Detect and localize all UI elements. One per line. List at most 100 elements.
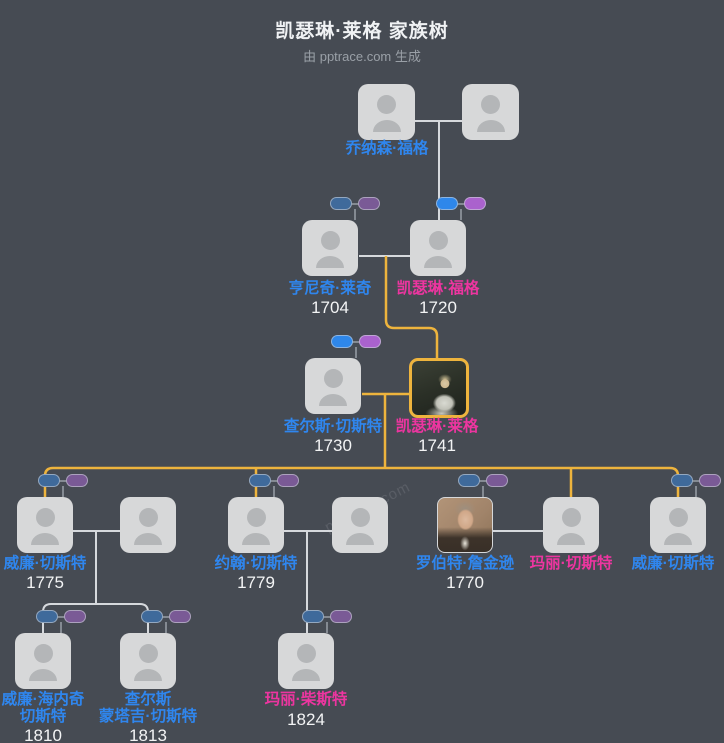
person-year-mary-chester-jr: 1824 [287, 710, 325, 729]
avatar-placeholder-icon [561, 508, 581, 527]
father-pill-icon[interactable] [671, 474, 693, 487]
avatar-placeholder-icon [33, 644, 53, 663]
avatar-placeholder-icon [242, 533, 270, 545]
avatar-placeholder-icon [138, 508, 158, 527]
avatar-placeholder-icon [134, 533, 162, 545]
person-card-unknown-spouse-1[interactable] [462, 84, 519, 140]
person-card-john-chester[interactable] [228, 497, 284, 553]
person-name-mary-chester: 玛丽·切斯特 [529, 555, 613, 572]
person-card-henniker-laige[interactable] [302, 220, 358, 276]
father-pill-icon[interactable] [302, 610, 324, 623]
person-name-charles-chester: 查尔斯·切斯特 [283, 418, 383, 435]
avatar-placeholder-icon [668, 508, 688, 527]
father-pill-icon[interactable] [141, 610, 163, 623]
father-pill-icon[interactable] [249, 474, 271, 487]
avatar-placeholder-icon [476, 120, 505, 132]
person-card-mary-chester[interactable] [543, 497, 599, 553]
person-card-charles-chester[interactable] [305, 358, 361, 414]
person-card-jonathan-fogg[interactable] [358, 84, 415, 140]
avatar-placeholder-icon [31, 533, 59, 545]
mother-pill-icon[interactable] [464, 197, 486, 210]
parents-pills-catherine-fogg[interactable] [436, 197, 486, 220]
person-card-william-chester-1775[interactable] [17, 497, 73, 553]
avatar-placeholder-icon [134, 669, 162, 681]
mother-pill-icon[interactable] [359, 335, 381, 348]
father-pill-icon[interactable] [38, 474, 60, 487]
avatar-placeholder-icon [320, 231, 340, 250]
avatar-placeholder-icon [138, 644, 158, 663]
mother-pill-icon[interactable] [358, 197, 380, 210]
mother-pill-icon[interactable] [330, 610, 352, 623]
avatar-placeholder-icon [246, 508, 266, 527]
parents-pills-charles-chester[interactable] [331, 335, 381, 358]
person-year-henniker-laige: 1704 [311, 298, 349, 317]
person-name-john-chester: 约翰·切斯特 [214, 555, 298, 572]
avatar-placeholder-icon [664, 533, 692, 545]
father-pill-icon[interactable] [458, 474, 480, 487]
person-year-charles-montagu-chester: 1813 [129, 726, 167, 743]
person-name-william-henniker-chester: 威廉·海内奇 切斯特 [1, 691, 85, 725]
person-card-charles-montagu-chester[interactable] [120, 633, 176, 689]
father-pill-icon[interactable] [36, 610, 58, 623]
avatar-placeholder-icon [557, 533, 585, 545]
parents-pills-mary-jr[interactable] [302, 610, 352, 633]
avatar-placeholder-icon [35, 508, 55, 527]
avatar-placeholder-icon [29, 669, 57, 681]
mother-pill-icon[interactable] [277, 474, 299, 487]
person-year-john-chester: 1779 [237, 573, 275, 592]
avatar-placeholder-icon [481, 95, 500, 114]
page-subtitle: 由 pptrace.com 生成 [303, 49, 421, 64]
portrait-catherine-lage [412, 361, 466, 415]
mother-pill-icon[interactable] [66, 474, 88, 487]
person-year-charles-chester: 1730 [314, 436, 352, 455]
portrait-robert-jenkinson [437, 497, 493, 553]
parents-pills-william-2[interactable] [671, 474, 721, 497]
father-pill-icon[interactable] [331, 335, 353, 348]
person-name-robert-jenkinson: 罗伯特·詹金逊 [415, 555, 515, 572]
person-card-william-chester-2[interactable] [650, 497, 706, 553]
highlighted-lineage-connectors [43, 256, 680, 497]
page-title: 凯瑟琳·莱格 家族树 [275, 21, 449, 42]
person-name-henniker-laige: 亨尼奇·莱奇 [288, 280, 372, 297]
parents-pills-william-henniker[interactable] [36, 610, 86, 633]
person-name-jonathan-fogg: 乔纳森·福格 [345, 140, 429, 157]
person-card-william-henniker-chester[interactable] [15, 633, 71, 689]
person-year-william-chester-1775: 1775 [26, 573, 64, 592]
father-pill-icon[interactable] [436, 197, 458, 210]
person-year-catherine-fogg: 1720 [419, 298, 457, 317]
person-card-catherine-lage[interactable] [409, 358, 469, 418]
person-year-catherine-lage: 1741 [418, 436, 456, 455]
parents-pills-william-1775[interactable] [38, 474, 88, 497]
avatar-placeholder-icon [323, 369, 343, 388]
parents-pills-john-chester[interactable] [249, 474, 299, 497]
mother-pill-icon[interactable] [486, 474, 508, 487]
avatar-placeholder-icon [319, 394, 347, 406]
avatar-placeholder-icon [377, 95, 396, 114]
avatar-placeholder-icon [424, 256, 452, 268]
person-card-robert-jenkinson[interactable] [437, 497, 493, 553]
avatar-placeholder-icon [296, 644, 316, 663]
parents-pills-henniker[interactable] [330, 197, 380, 220]
person-card-mary-chester-jr[interactable] [278, 633, 334, 689]
person-name-william-chester-1775: 威廉·切斯特 [3, 555, 87, 572]
parents-pills-robert-jenkinson[interactable] [458, 474, 508, 497]
person-name-catherine-fogg: 凯瑟琳·福格 [396, 280, 480, 297]
avatar-placeholder-icon [292, 669, 320, 681]
mother-pill-icon[interactable] [169, 610, 191, 623]
mother-pill-icon[interactable] [64, 610, 86, 623]
avatar-placeholder-icon [316, 256, 344, 268]
person-name-william-chester-2: 威廉·切斯特 [631, 555, 715, 572]
parents-pills-charles-montagu[interactable] [141, 610, 191, 633]
person-card-unknown-spouse-3[interactable] [332, 497, 388, 553]
father-pill-icon[interactable] [330, 197, 352, 210]
avatar-placeholder-icon [428, 231, 448, 250]
avatar-placeholder-icon [372, 120, 401, 132]
person-card-unknown-spouse-2[interactable] [120, 497, 176, 553]
mother-pill-icon[interactable] [699, 474, 721, 487]
avatar-placeholder-icon [346, 533, 374, 545]
avatar-placeholder-icon [350, 508, 370, 527]
person-name-mary-chester-jr: 玛丽·柴斯特 [264, 691, 348, 708]
person-name-charles-montagu-chester: 查尔斯 蒙塔吉·切斯特 [98, 691, 198, 725]
person-card-catherine-fogg[interactable] [410, 220, 466, 276]
